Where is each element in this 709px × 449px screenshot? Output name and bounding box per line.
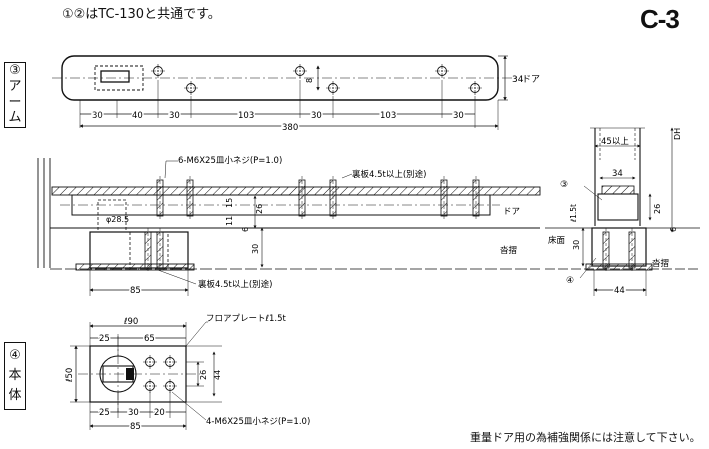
dim-dia-28-5: φ28.5 [106,215,129,224]
badge-arm: ③ [560,180,568,190]
section-label-arm: ③ ア ー ム [4,62,26,128]
dim-26: 26 [199,370,208,380]
door-label: ドア [522,75,540,85]
dim-30: 30 [169,111,180,121]
arm-screw-hole [292,63,308,79]
plate-callout-bottom: 裏板4.5t以上(別途) [198,279,272,290]
section-char: ア [8,79,22,95]
section-char: ー [8,94,22,110]
dim-8: 8 [305,78,314,83]
plate-thickness: ℓ1.5t [569,204,578,223]
dim-25: 25 [99,334,110,344]
dim-85: 85 [130,422,141,432]
arm-slot [100,70,130,83]
arm-screw-hole [150,63,166,79]
arm-screw-hole [434,63,450,79]
screw-callout-top: 6-M6X25皿小ネジ(P=1.0) [178,155,282,166]
arm-screw-hole [183,80,199,96]
arm-screw-hole [325,80,341,96]
threshold-label: 沓摺 [500,245,517,256]
floor-plate-section [75,263,195,271]
plate-screw-hole [142,354,158,370]
dim-90: ℓ90 [123,317,138,327]
dim-34: 34 [512,75,524,85]
dim-30: 30 [453,111,464,121]
door-label: ドア [503,207,520,217]
dim-30: 30 [311,111,322,121]
reinforcement-note: 重量ドア用の為補強関係には注意して下さい。 [470,431,701,444]
screw [156,175,164,221]
section-char: ム [8,110,22,126]
arm-dim-chain: 30 40 30 103 30 103 30 380 [79,80,499,135]
section-char: 本 [8,367,22,383]
closer-body-side [591,227,647,267]
dh-label: DH [673,128,682,140]
screw [440,175,448,221]
dim-103: 103 [380,111,396,121]
dim-30: 30 [128,408,139,418]
section-number: ④ [9,347,21,363]
arm-slot-outline [94,65,144,91]
dim-65: 65 [144,334,155,344]
dim-85: 85 [130,286,141,296]
dim-380: 380 [282,123,298,133]
dim-15: 15 [225,198,234,208]
threshold-label: 沓摺 [652,258,669,269]
dim-45-min: 45以上 [601,137,629,147]
section-label-body: ④ 本 体 [4,342,26,410]
badge-body: ④ [566,276,574,286]
screw-callout-bottom: 4-M6X25皿小ネジ(P=1.0) [206,416,310,427]
dim-11: 11 [225,216,234,226]
dim-30: 30 [251,244,260,254]
dim-44: 44 [213,370,222,380]
plate-screw-hole [142,378,158,394]
arm-screw-hole [467,80,483,96]
dim-25: 25 [99,408,110,418]
compatibility-note: ①②はTC-130と共通です。 [62,7,221,22]
screw [472,175,480,221]
section-view: φ28.5 6-M6X25皿小ネジ(P=1.0) 裏板4.5t以上(別途) ドア… [37,155,541,298]
dim-26: 26 [255,204,264,214]
section-number: ③ [9,63,21,79]
model-code: C-3 [640,4,680,34]
side-view: 45以上 DH 34 ③ ℓ1.5t 26 6 床面 30 沓摺 ④ [545,127,700,298]
closer-body-section [89,231,189,269]
dim-34: 34 [612,169,623,179]
dim-103: 103 [238,111,254,121]
door-reinforcement-plate [51,186,541,196]
dim-40: 40 [132,111,143,121]
dim-26: 26 [653,204,662,214]
dim-6: 6 [241,227,250,232]
section-char: 体 [8,387,22,403]
screw [298,175,306,221]
dim-6: 6 [669,227,678,232]
floor-label: 床面 [548,235,566,246]
dim-30: 30 [92,111,103,121]
plate-screw-hole [162,378,178,394]
arm-section-side [597,193,639,221]
arm-view: 8 34 ドア 30 40 30 103 30 103 [52,55,540,135]
arm-section [71,194,491,216]
floor-plate-callout: フロアプレートℓ1.5t [206,314,287,324]
screw [186,175,194,221]
screw [329,175,337,221]
dim-20: 20 [154,408,165,418]
dim-44: 44 [614,286,625,296]
plate-screw-hole [162,354,178,370]
dim-30: 30 [572,240,581,250]
dim-50: ℓ50 [65,368,75,383]
body-view: フロアプレートℓ1.5t 4-M6X25皿小ネジ(P=1.0) ℓ90 25 6… [65,314,310,434]
plate-callout-top: 裏板4.5t以上(別途) [352,169,426,180]
